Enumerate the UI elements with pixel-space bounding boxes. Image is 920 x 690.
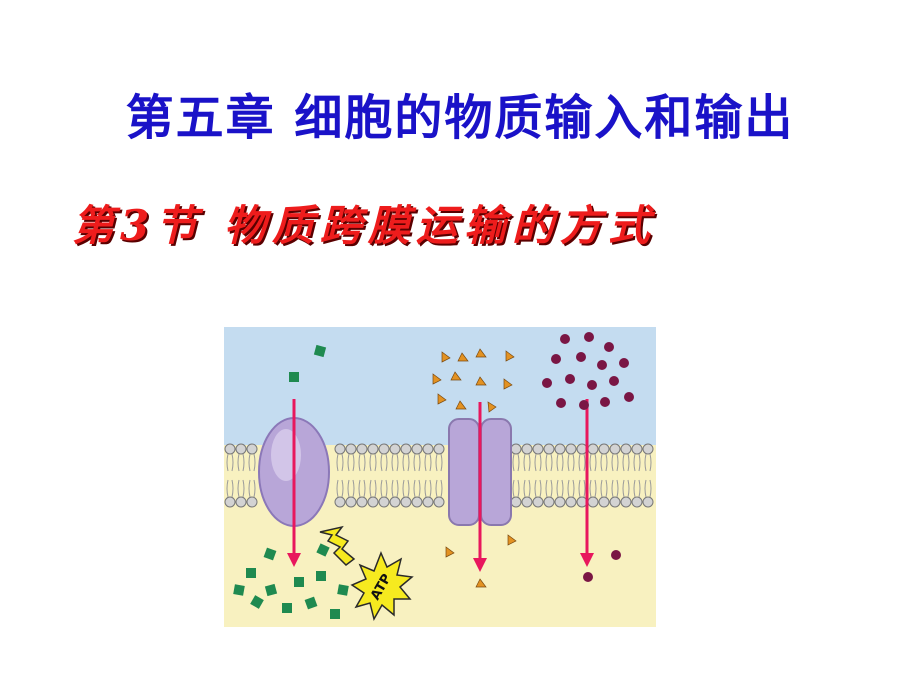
transported-molecules-dots [542,332,634,582]
slide-subtitle: 第3节 物质跨膜运输的方式 [72,201,656,250]
transport-arrows [287,399,594,572]
atp-icon: ATP [350,551,414,621]
membrane-transport-figure: ATP [224,327,656,627]
slide-title: 第五章 细胞的物质输入和输出 [125,90,795,146]
transported-molecules-triangles [432,348,517,588]
transported-molecules-squares [233,344,349,619]
lightning-bolt-icon [319,525,356,566]
